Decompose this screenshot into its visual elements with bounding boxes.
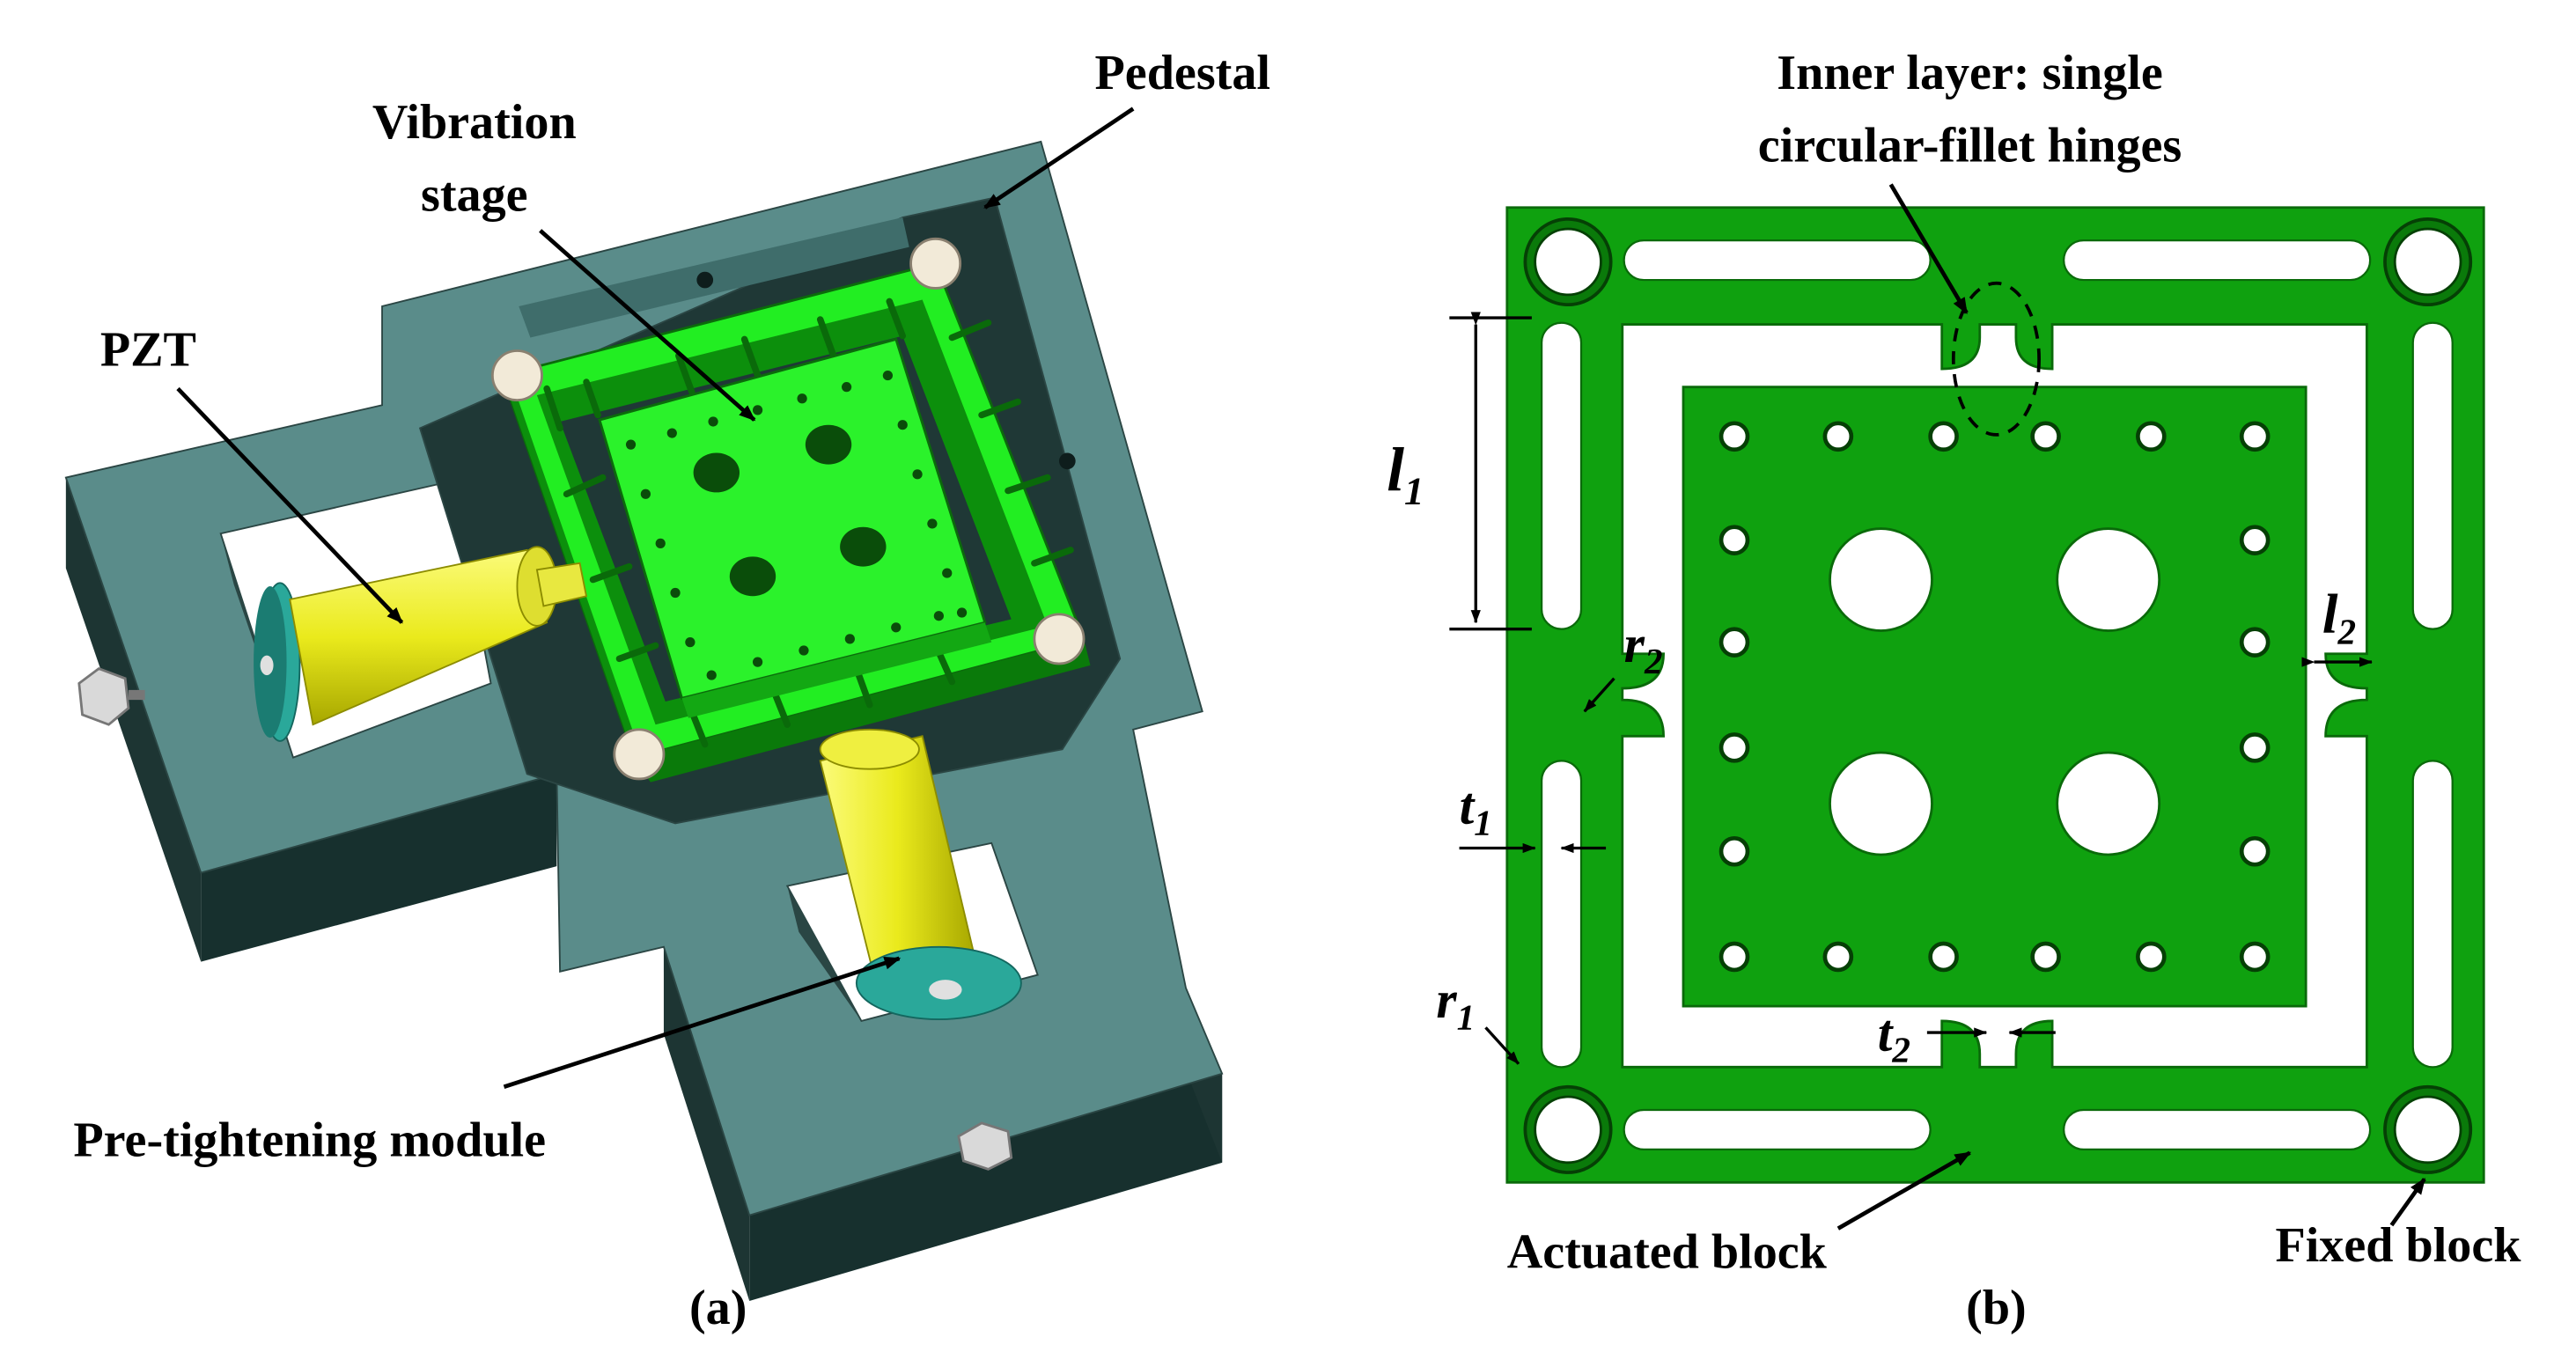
pzt-arrow bbox=[176, 386, 404, 624]
inner-layer-arrow bbox=[1888, 183, 1969, 315]
vibration-stage-label-line2: stage bbox=[421, 167, 528, 222]
r1-arrow bbox=[1484, 1026, 1520, 1065]
pedestal-arrow bbox=[983, 107, 1135, 209]
actuated-block-label: Actuated block bbox=[1507, 1225, 1828, 1280]
fixed-block-arrow bbox=[2389, 1178, 2426, 1227]
r2-arrow bbox=[1583, 677, 1616, 713]
t1-label: t1 bbox=[1460, 776, 1492, 842]
vibration-stage bbox=[490, 237, 1091, 783]
pretightening-label: Pre-tightening module bbox=[73, 1113, 546, 1167]
flexure-plate bbox=[1505, 206, 2485, 1184]
panel-b: Inner layer: single circular-fillet hing… bbox=[1387, 46, 2521, 1335]
l2-label: l2 bbox=[2322, 582, 2356, 651]
t2-label: t2 bbox=[1878, 1004, 1910, 1070]
vibration-stage-label-line1: Vibration bbox=[372, 95, 577, 150]
panel-a: Pedestal Vibration stage PZT Pre-tighten… bbox=[64, 46, 1270, 1335]
actuated-block-arrow bbox=[1836, 1150, 1972, 1231]
pzt-actuator-vertical bbox=[819, 728, 1022, 1021]
r2-label: r2 bbox=[1624, 615, 1663, 681]
pretightening-arrow bbox=[503, 956, 902, 1089]
fixed-block-label: Fixed block bbox=[2275, 1218, 2521, 1273]
stage-large-holes bbox=[1829, 527, 2161, 856]
hinge-highlight-ellipse bbox=[1951, 281, 2041, 437]
inner-layer-label-line2: circular-fillet hinges bbox=[1758, 118, 2182, 173]
inner-layer-label-line1: Inner layer: single bbox=[1777, 46, 2162, 100]
pedestal-label: Pedestal bbox=[1095, 46, 1270, 100]
pzt-label: PZT bbox=[100, 322, 196, 377]
hex-bolt-icons bbox=[490, 237, 1086, 781]
pzt-actuator-horizontal bbox=[254, 546, 588, 742]
l1-label: l1 bbox=[1387, 437, 1424, 513]
panel-b-caption: (b) bbox=[1966, 1281, 2027, 1335]
side-bolt-icons bbox=[77, 666, 1013, 1171]
stage-small-holes bbox=[1719, 421, 2271, 973]
vibration-stage-arrow bbox=[539, 229, 756, 422]
panel-a-caption: (a) bbox=[689, 1281, 747, 1335]
corner-bolt-holes bbox=[1523, 217, 2473, 1174]
r1-label: r1 bbox=[1436, 971, 1475, 1037]
l1-dimension bbox=[1449, 312, 1532, 631]
